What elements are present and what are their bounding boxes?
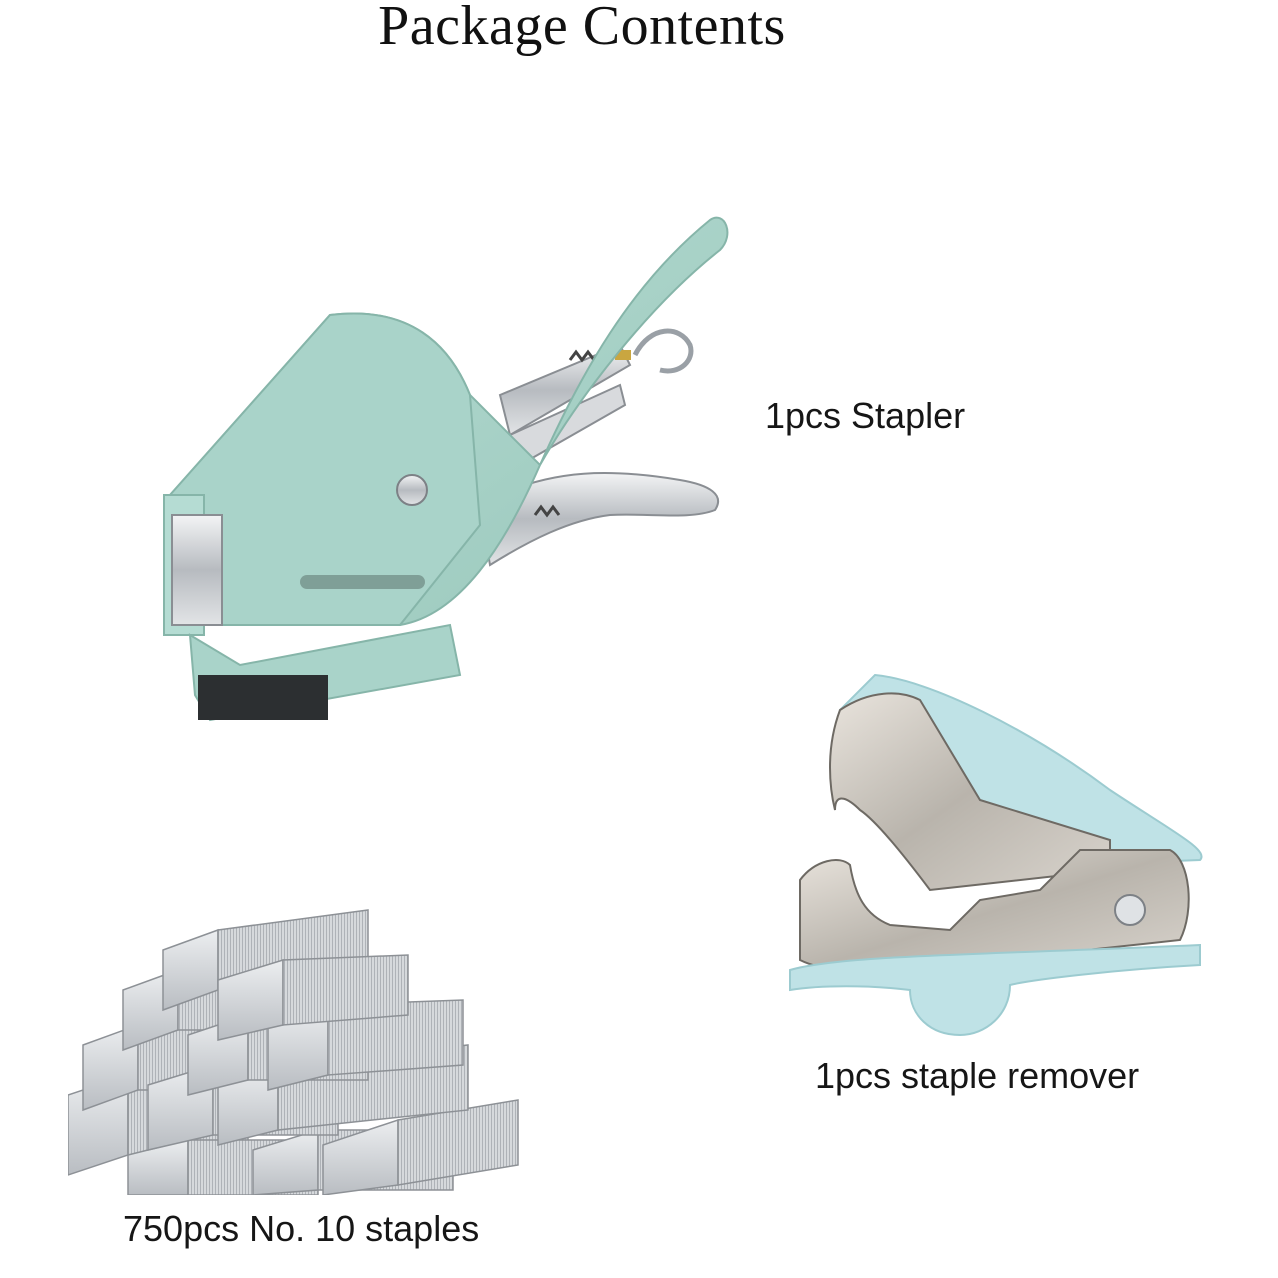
staples-stack-icon bbox=[68, 909, 519, 1195]
staples-label: 750pcs No. 10 staples bbox=[123, 1208, 480, 1249]
staple-remover-label: 1pcs staple remover bbox=[815, 1055, 1140, 1096]
stapler-icon bbox=[163, 216, 729, 722]
staple-remover-icon bbox=[789, 673, 1203, 1037]
stapler-label: 1pcs Stapler bbox=[765, 395, 966, 436]
page-title: Package Contents bbox=[378, 0, 786, 57]
